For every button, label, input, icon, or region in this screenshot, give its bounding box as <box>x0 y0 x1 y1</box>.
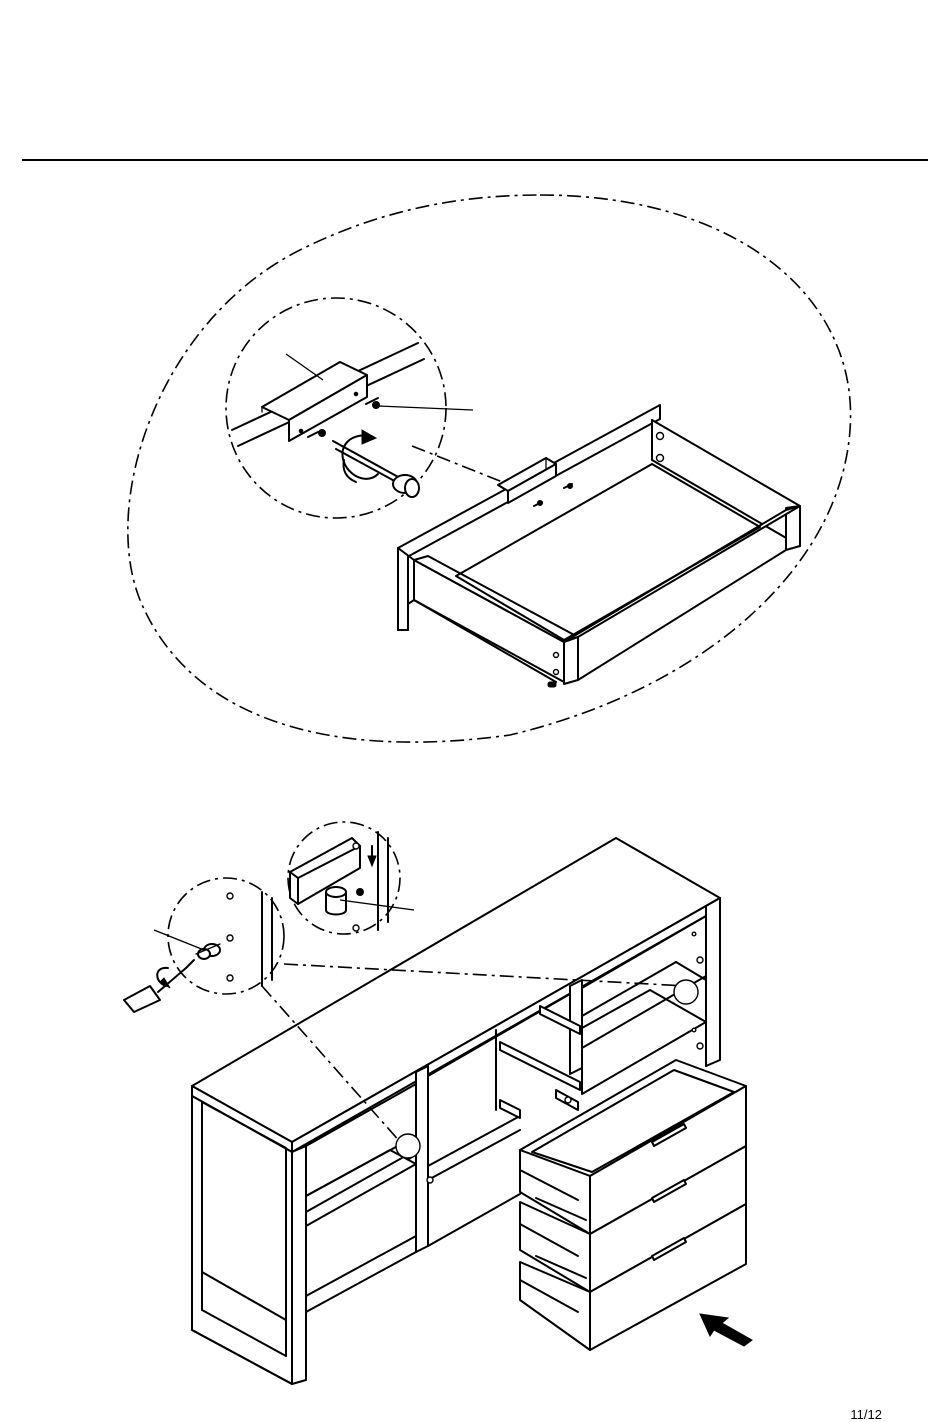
screw-fitting-detail <box>196 892 272 986</box>
screwdriver-icon <box>333 441 419 497</box>
page-number: 11/12 <box>850 1408 882 1421</box>
detail-connector-line <box>412 446 510 485</box>
cam-lock-detail <box>290 832 388 931</box>
cabinet-right-side <box>706 898 720 1066</box>
step-boundary-ellipse <box>128 195 851 742</box>
screw-fitting-leader <box>154 930 204 950</box>
screw-fitting-detail-circle <box>168 878 284 994</box>
screwdriver-icon <box>124 960 194 1012</box>
drawer-assembly <box>398 405 800 687</box>
screw-leader-line <box>378 406 473 410</box>
step-handle-diagram <box>128 195 851 742</box>
push-arrow-icon <box>700 1314 752 1346</box>
step-cabinet-diagram <box>124 822 752 1384</box>
handle-leader-line <box>286 354 323 380</box>
drawer-stack <box>520 1060 746 1350</box>
